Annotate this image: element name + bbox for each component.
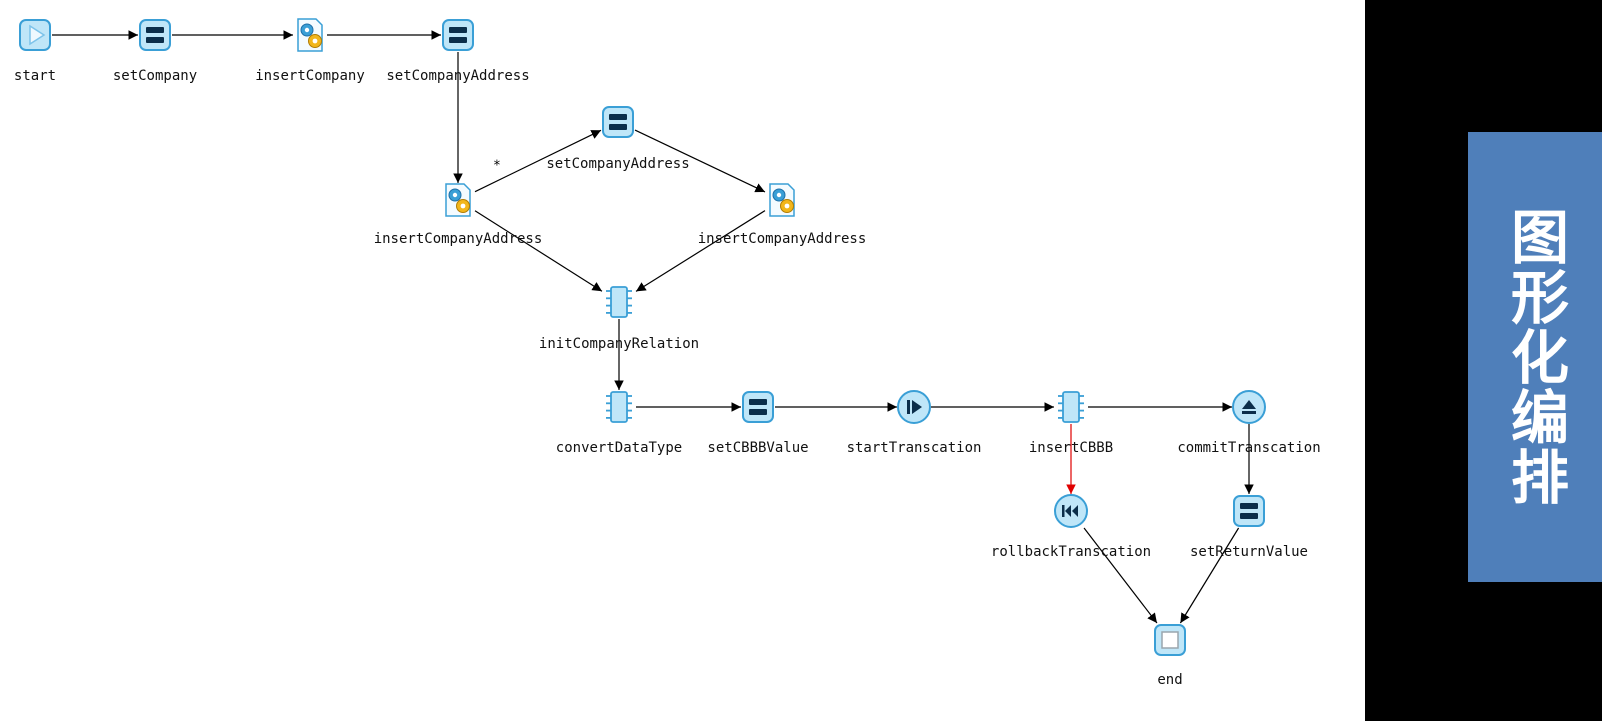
service-gear-icon bbox=[445, 183, 471, 217]
node-initCompanyRelation[interactable] bbox=[606, 286, 632, 318]
node-convertDataType[interactable] bbox=[606, 391, 632, 423]
chip-icon bbox=[606, 391, 632, 423]
edge-rollbackTranscation-end[interactable] bbox=[1083, 527, 1158, 624]
node-end[interactable] bbox=[1154, 624, 1186, 656]
node-label: convertDataType bbox=[556, 440, 682, 456]
start-play-icon bbox=[19, 19, 51, 51]
service-gear-icon bbox=[769, 183, 795, 217]
node-label: insertCBBB bbox=[1029, 440, 1113, 456]
node-rollbackTranscation[interactable] bbox=[1054, 494, 1088, 528]
chip-icon bbox=[606, 286, 632, 318]
edge-insertCompanyAddress2-initCompanyRelation[interactable] bbox=[635, 210, 766, 292]
node-label: end bbox=[1157, 672, 1182, 688]
service-gear-icon bbox=[297, 18, 323, 52]
node-setReturnValue[interactable] bbox=[1233, 495, 1265, 527]
assign-icon bbox=[602, 106, 634, 138]
node-insertCompanyAddress2[interactable] bbox=[769, 183, 795, 217]
node-commitTranscation[interactable] bbox=[1232, 390, 1266, 424]
node-setCompanyAddress2[interactable] bbox=[602, 106, 634, 138]
node-insertCBBB[interactable] bbox=[1058, 391, 1084, 423]
node-label: setCompanyAddress bbox=[386, 68, 529, 84]
node-label: setCBBBValue bbox=[707, 440, 808, 456]
flow-canvas[interactable]: * start setCompany insertCompany setCompany… bbox=[0, 0, 1365, 721]
edge-insertCompanyAddress1-initCompanyRelation[interactable] bbox=[474, 210, 603, 292]
node-setCBBBValue[interactable] bbox=[742, 391, 774, 423]
node-label: setCompanyAddress bbox=[546, 156, 689, 172]
assign-icon bbox=[742, 391, 774, 423]
node-label: commitTranscation bbox=[1177, 440, 1320, 456]
node-label: rollbackTranscation bbox=[991, 544, 1151, 560]
flow-diagram: * start setCompany insertCompany setCompany… bbox=[14, 18, 1321, 688]
assign-icon bbox=[1233, 495, 1265, 527]
transaction-start-icon bbox=[897, 390, 931, 424]
node-start[interactable] bbox=[19, 19, 51, 51]
node-startTranscation[interactable] bbox=[897, 390, 931, 424]
node-label: setReturnValue bbox=[1190, 544, 1308, 560]
end-stop-icon bbox=[1154, 624, 1186, 656]
node-insertCompanyAddress1[interactable] bbox=[445, 183, 471, 217]
chip-icon bbox=[1058, 391, 1084, 423]
side-title: 图形化编排 bbox=[1501, 207, 1569, 507]
node-label: insertCompanyAddress bbox=[698, 231, 867, 247]
node-setCompanyAddress1[interactable] bbox=[442, 19, 474, 51]
edge-insertCompanyAddress1-setCompanyAddress2[interactable] bbox=[474, 129, 602, 193]
side-title-panel: 图形化编排 bbox=[1468, 132, 1602, 582]
node-label: initCompanyRelation bbox=[539, 336, 699, 352]
node-label: startTranscation bbox=[847, 440, 982, 456]
edge-label: * bbox=[493, 159, 501, 174]
node-label: insertCompany bbox=[255, 68, 365, 84]
transaction-commit-icon bbox=[1232, 390, 1266, 424]
node-setCompany[interactable] bbox=[139, 19, 171, 51]
edge-setCompanyAddress2-insertCompanyAddress2[interactable] bbox=[634, 129, 766, 193]
node-insertCompany[interactable] bbox=[297, 18, 323, 52]
assign-icon bbox=[442, 19, 474, 51]
node-label: setCompany bbox=[113, 68, 197, 84]
node-label: insertCompanyAddress bbox=[374, 231, 543, 247]
assign-icon bbox=[139, 19, 171, 51]
transaction-rollback-icon bbox=[1054, 494, 1088, 528]
node-label: start bbox=[14, 68, 56, 84]
edge-setReturnValue-end[interactable] bbox=[1179, 527, 1240, 624]
